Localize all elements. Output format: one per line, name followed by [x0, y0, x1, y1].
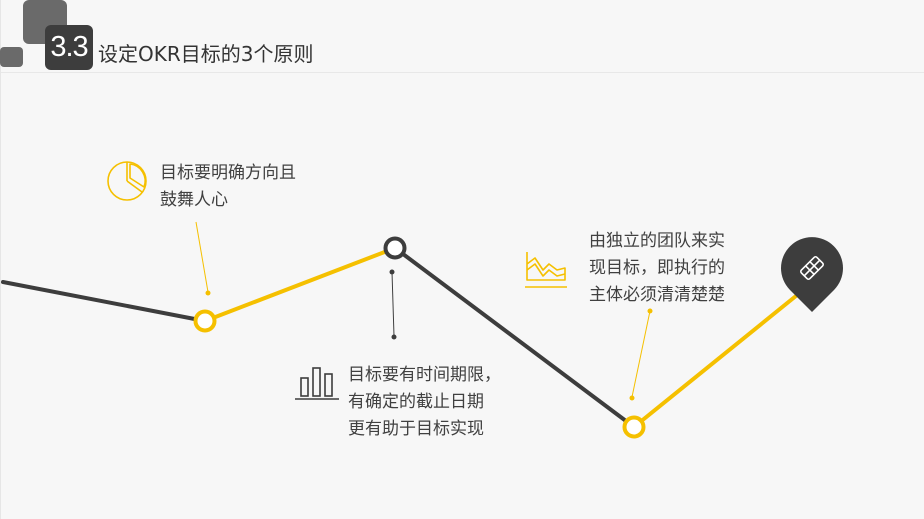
connector-1 [195, 221, 209, 293]
pie-chart-icon [107, 161, 147, 201]
timeline-segment-yellow-1 [203, 246, 397, 323]
section-number-badge: 3.3 [45, 25, 93, 70]
principle-2-label: 目标要有时间期限， 有确定的截止日期 更有助于目标实现 [348, 362, 501, 443]
connector-2 [391, 271, 395, 337]
principle-2-line-3: 更有助于目标实现 [348, 419, 484, 439]
principle-1-line-2: 鼓舞人心 [160, 190, 228, 210]
left-border [0, 0, 1, 519]
principle-3-label: 由独立的团队来实 现目标，即执行的 主体必须清清楚楚 [589, 228, 725, 309]
connector-dot-2b [391, 334, 397, 340]
node-2 [383, 236, 407, 260]
node-3 [622, 415, 646, 439]
connector-dot-3b [629, 395, 635, 401]
timeline-segment-dark-1 [1, 280, 207, 323]
principle-2-line-1: 目标要有时间期限， [348, 365, 501, 385]
header-divider [0, 72, 924, 73]
connector-3 [631, 310, 651, 398]
principle-1-line-1: 目标要明确方向且 [160, 163, 296, 183]
bar-chart-icon [295, 367, 339, 400]
connector-dot-3a [647, 308, 653, 314]
slide-title: 设定OKR目标的3个原则 [98, 42, 314, 66]
timeline-segment-dark-2 [393, 246, 636, 429]
connector-dot-2a [389, 269, 395, 275]
decorative-square-small [0, 47, 23, 67]
end-pin-marker [780, 237, 843, 312]
connector-dot-1 [205, 290, 211, 296]
principle-3-line-1: 由独立的团队来实 [589, 231, 725, 251]
node-1 [193, 309, 217, 333]
principle-3-line-3: 主体必须清清楚楚 [589, 285, 725, 305]
area-chart-icon [525, 252, 567, 288]
handshake-icon [800, 256, 824, 280]
principle-1-label: 目标要明确方向且 鼓舞人心 [160, 160, 296, 214]
timeline-segment-yellow-2 [632, 281, 814, 429]
principle-2-line-2: 有确定的截止日期 [348, 392, 484, 412]
principle-3-line-2: 现目标，即执行的 [589, 258, 725, 278]
